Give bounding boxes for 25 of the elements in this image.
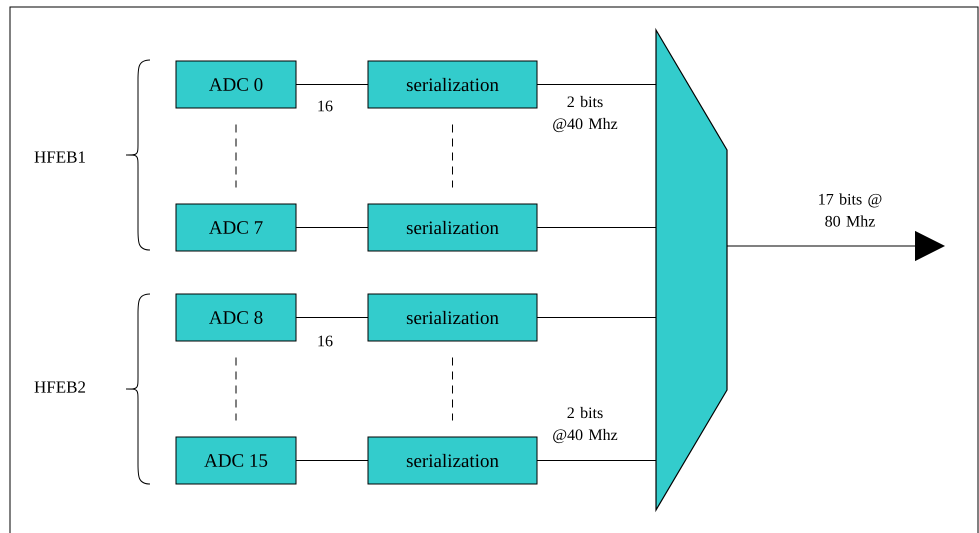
- group-label: HFEB1: [34, 151, 85, 163]
- edge-label: 16: [318, 100, 333, 112]
- serialization-box: serialization: [368, 60, 538, 108]
- connector-line: [537, 317, 656, 318]
- serialization-box: serialization: [368, 204, 538, 252]
- connector-line: [296, 84, 368, 85]
- adc-box: ADC 0: [176, 60, 296, 108]
- connector-line: [296, 227, 368, 228]
- adc-box: ADC 8: [176, 294, 296, 342]
- edge-label: 16: [318, 336, 333, 346]
- connector-line: [537, 227, 656, 228]
- connector-line: [296, 317, 368, 318]
- edge-label: 2 bits @40 Mhz: [553, 96, 618, 132]
- serialization-box: serialization: [368, 436, 538, 484]
- edge-label: 2 bits @40 Mhz: [553, 406, 618, 444]
- connector-line: [537, 460, 656, 461]
- edge-label: 17 bits @ 80 Mhz: [819, 193, 882, 227]
- adc-box: ADC 7: [176, 204, 296, 252]
- connector-line: [296, 460, 368, 461]
- connector-line: [537, 84, 656, 85]
- dashed-line: [452, 124, 453, 188]
- adc-box: ADC 15: [176, 436, 296, 484]
- dashed-line: [452, 357, 453, 421]
- group-label: HFEB2: [34, 381, 86, 393]
- serialization-box: serialization: [368, 294, 538, 342]
